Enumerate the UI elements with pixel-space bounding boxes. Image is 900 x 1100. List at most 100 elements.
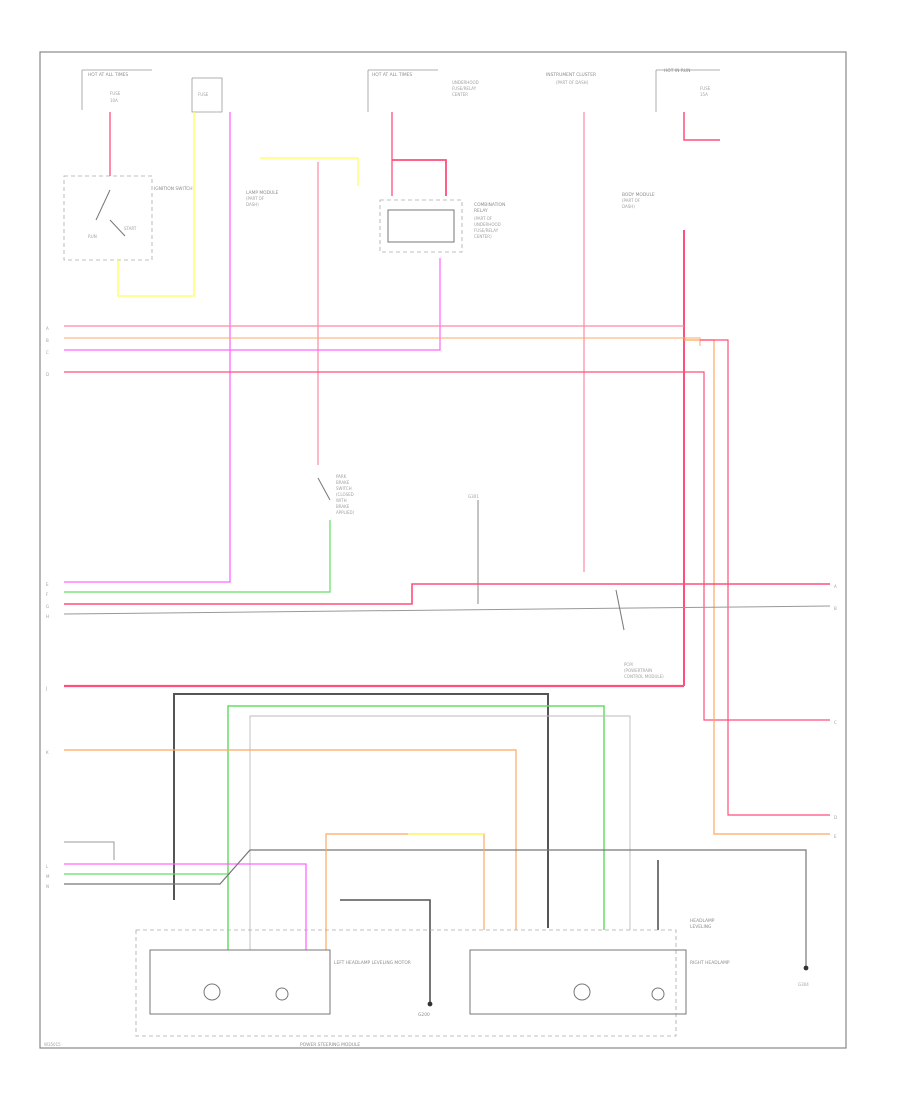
bus-orange-long [684, 339, 830, 835]
svg-text:C: C [834, 720, 837, 725]
relay-coil [387, 209, 455, 243]
relay-right-label-2: (POWERTRAIN [624, 668, 652, 673]
wire-red-relay [392, 159, 447, 196]
wire-orange-mid [64, 749, 517, 930]
module-right-label-1: HEADLAMP [690, 918, 715, 924]
fuse-2-label: FUSE [198, 92, 209, 97]
footer-code: W35015 [44, 1042, 61, 1047]
ignition-switch-contact-2 [109, 219, 126, 237]
relay-label-3: (PART OF [474, 216, 493, 221]
ground-icon-2 [803, 965, 809, 971]
lamp-module-label: LAMP MODULE [246, 190, 279, 196]
left-connectors: A B C D E F G H J K L M N [45, 326, 50, 889]
ic-sub: (PART OF DASH) [556, 80, 589, 85]
fuse-left-sub: 10A [110, 98, 118, 103]
mid-note-1: UNDERHOOD [452, 80, 479, 85]
wire-gray-loop [249, 715, 631, 950]
relay-right-label-1: PCM [624, 662, 633, 667]
bus-gray-top-bottom [64, 841, 115, 860]
wire-black-ground [340, 899, 431, 1002]
right-fuse-2: 15A [700, 92, 708, 97]
bus-red-long [64, 371, 830, 721]
switch-label-5: WITH [336, 498, 347, 503]
ign-start-label: START [124, 226, 137, 231]
svg-text:B: B [834, 606, 837, 611]
svg-text:A: A [46, 326, 49, 331]
hot-all-times-mid-label: HOT AT ALL TIMES [372, 72, 412, 78]
svg-text:E: E [834, 834, 837, 839]
body-module-sub2: DASH) [622, 204, 635, 209]
switch-label-3: SWITCH [336, 486, 352, 491]
svg-text:D: D [834, 815, 837, 820]
switch-label-1: PARK [336, 474, 347, 479]
ground-right-label: G304 [798, 982, 809, 987]
fuse-block-2 [191, 77, 223, 113]
switch-label-2: BRAKE [336, 480, 350, 485]
svg-text:K: K [46, 750, 49, 755]
relay-right-contact [615, 589, 625, 631]
relay-label-1: COMBINATION [474, 202, 505, 208]
wire-red-right-top [683, 112, 720, 141]
svg-text:M: M [46, 874, 50, 879]
svg-text:F: F [46, 592, 49, 597]
relay-label-6: CENTER) [474, 234, 492, 239]
svg-text:J: J [45, 686, 47, 691]
svg-text:C: C [46, 350, 49, 355]
hot-all-times-left-label: HOT AT ALL TIMES [88, 72, 128, 78]
relay-right-label-3: CONTROL MODULE) [624, 674, 664, 679]
bus-gray-mid [63, 605, 831, 615]
svg-text:B: B [46, 338, 49, 343]
mid-note-3: CENTER [452, 92, 468, 97]
relay-label-5: FUSE/RELAY [474, 228, 499, 233]
bus-red-right [700, 339, 830, 816]
switch-label-6: BRAKE [336, 504, 350, 509]
ground-label-left: G200 [418, 1012, 430, 1018]
wire-green-loop [227, 705, 605, 950]
wire-black-loop [173, 693, 549, 928]
body-module-sub: (PART OF [622, 198, 641, 203]
motor-icon-right [573, 983, 665, 1001]
svg-text:H: H [46, 614, 49, 619]
hot-in-run-label: HOT IN RUN [664, 68, 690, 74]
wire-orange-bottom [325, 833, 485, 950]
ignition-switch-box [63, 175, 153, 261]
svg-text:L: L [46, 864, 49, 869]
right-fuse-1: FUSE [700, 86, 711, 91]
diagram-frame [39, 51, 847, 1049]
svg-text:G: G [46, 604, 49, 609]
ground-icon [427, 1001, 433, 1007]
body-module-label: BODY MODULE [622, 192, 655, 198]
lamp-module-sub2: DASH) [246, 202, 259, 207]
svg-text:N: N [46, 884, 49, 889]
relay-label-2: RELAY [474, 208, 488, 214]
ignition-switch-contact [95, 189, 111, 221]
module-left [149, 949, 331, 1015]
bus-red-mid [64, 583, 830, 605]
bus-gray-bottom [64, 849, 807, 966]
fuse-left-label: FUSE [110, 91, 121, 96]
bus-orange-1 [64, 337, 701, 346]
svg-text:E: E [46, 582, 49, 587]
instrument-cluster-label: INSTRUMENT CLUSTER [546, 72, 596, 78]
module-left-label: LEFT HEADLAMP LEVELING MOTOR [334, 960, 411, 966]
switch-contact [317, 477, 331, 501]
motor-icon [203, 983, 289, 1001]
module-right-label-2: LEVELING [690, 924, 712, 930]
switch-label-4: (CLOSED [336, 492, 354, 497]
svg-text:A: A [834, 584, 837, 589]
lamp-module-sub: (PART OF [246, 196, 265, 201]
right-connectors: A B C D E [834, 584, 837, 839]
bus-magenta-bottom [64, 863, 307, 950]
svg-text:D: D [46, 372, 49, 377]
wire-magenta-bus [64, 258, 441, 351]
module-outline [135, 929, 677, 1037]
relay-label-4: UNDERHOOD [474, 222, 501, 227]
ground-top-label: G301 [468, 494, 479, 499]
module-right [469, 949, 687, 1015]
ignition-switch-label: IGNITION SWITCH [154, 186, 193, 192]
wire-magenta-1 [64, 112, 231, 583]
switch-label-7: APPLIED) [336, 510, 355, 515]
wire-yellow-1 [117, 112, 195, 297]
